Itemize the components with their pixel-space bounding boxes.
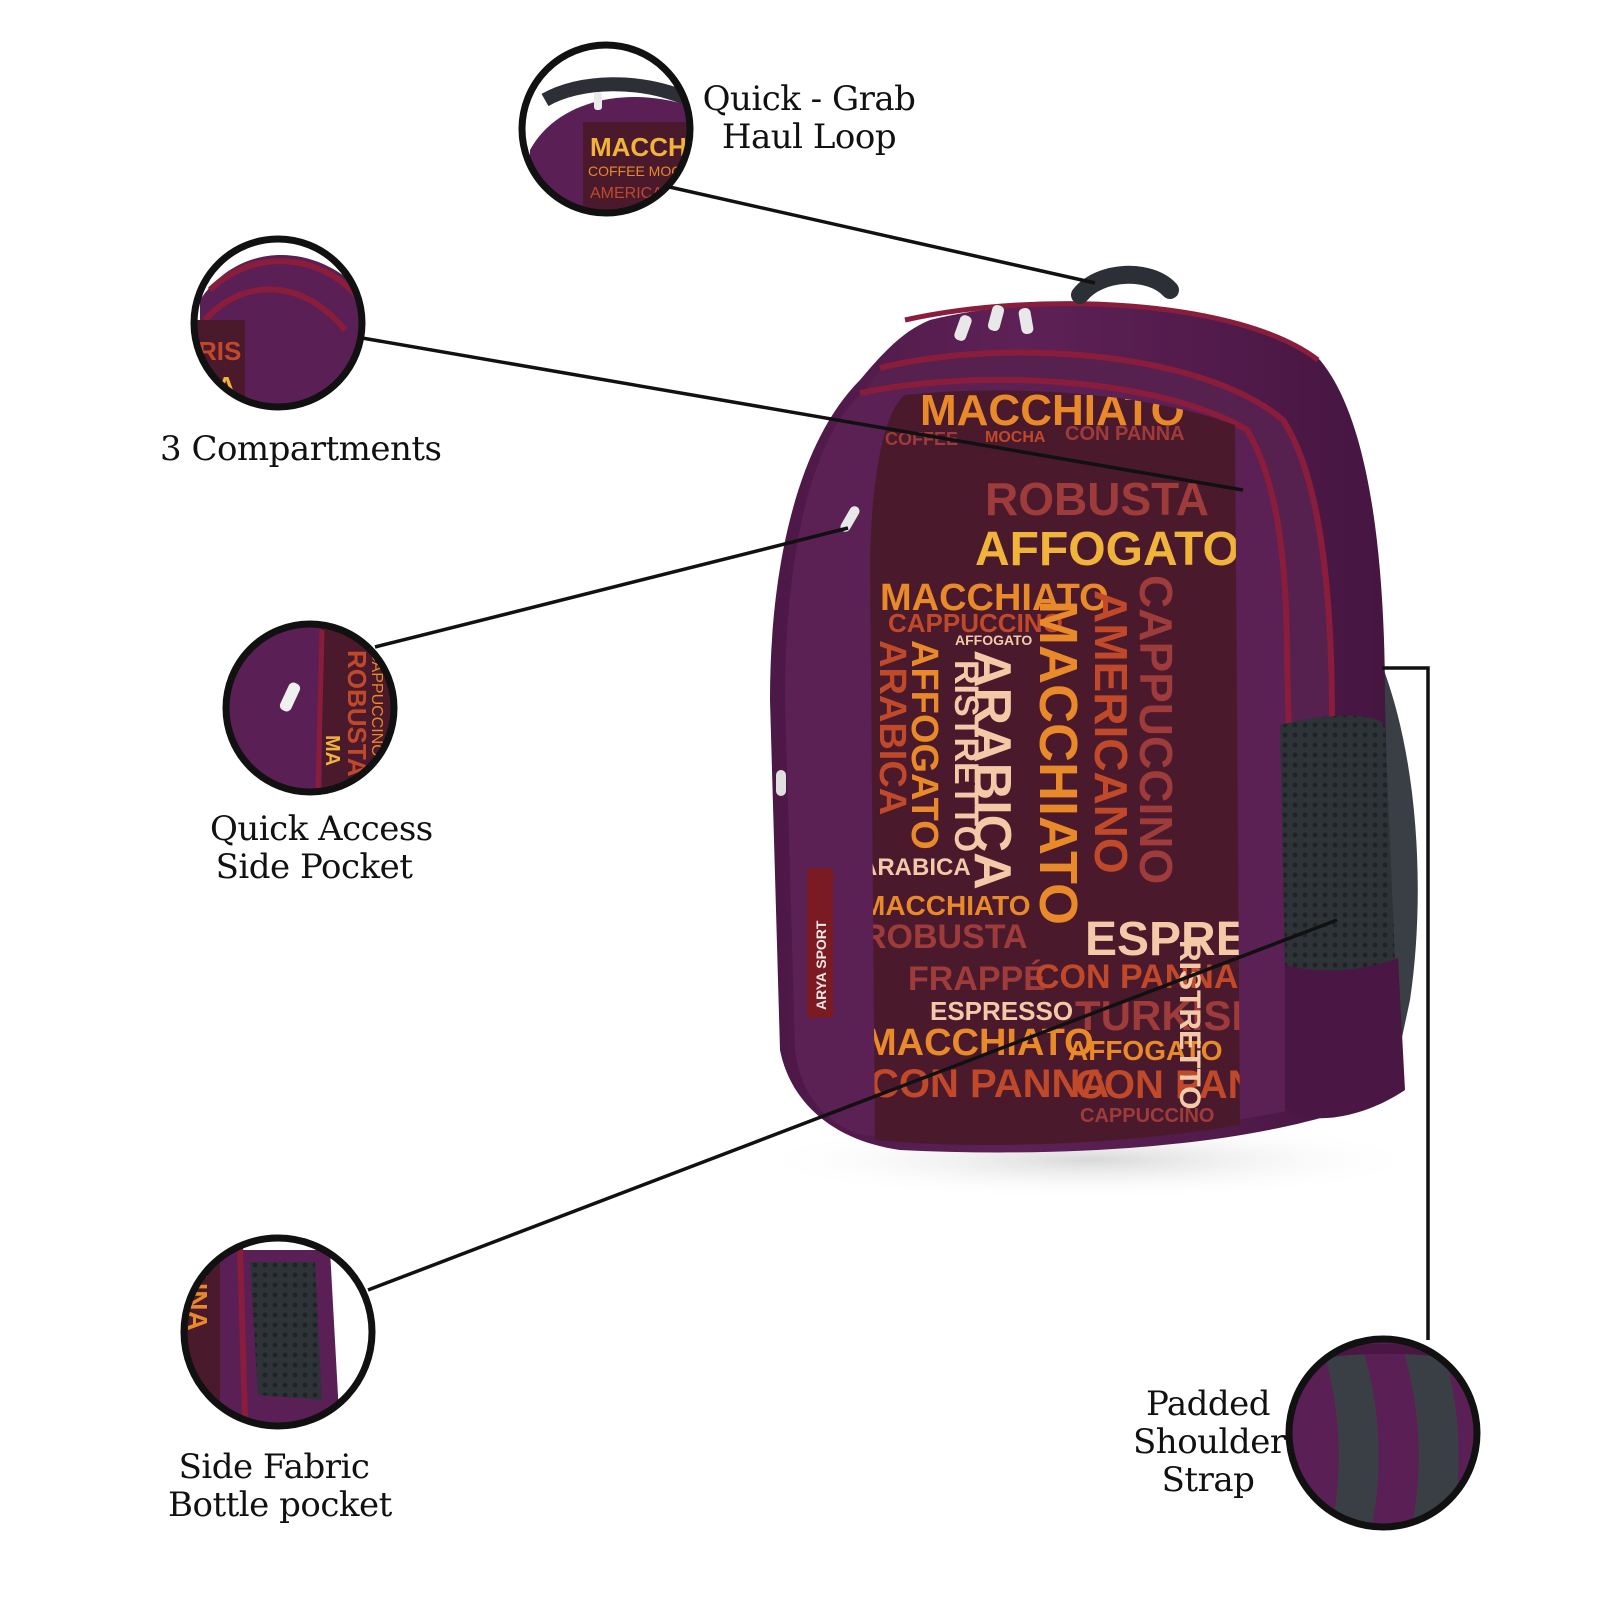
zipper-pull <box>954 315 972 341</box>
zipper-piping <box>859 376 1292 741</box>
label-line: Haul Loop <box>721 117 897 157</box>
callout-circle-shoulder-strap <box>1285 1335 1481 1531</box>
print-word: MACCHIATO <box>862 890 1031 921</box>
callout-circle-haul-loop: MACCH COFFEE MOCHA AMERICANO <box>518 41 701 217</box>
print-word: MACCHIATO <box>880 577 1109 619</box>
callout-line-bottle-pocket <box>367 918 1338 1292</box>
label-shoulder-strap: Padded Shoulder Strap <box>1133 1384 1286 1500</box>
callout-circle-bottle-pocket: NNA <box>180 1234 376 1430</box>
label-line: Bottle pocket <box>168 1485 392 1525</box>
zipper-piping <box>879 349 1335 721</box>
label-line: Quick - Grab <box>702 79 916 119</box>
print-word: ARABICA <box>871 640 913 815</box>
brand-tag <box>807 868 833 1018</box>
svg-text:MA: MA <box>321 735 343 766</box>
label-line: Quick Access <box>210 809 433 849</box>
svg-text:MACCH: MACCH <box>590 132 687 162</box>
print-word: TURKISH <box>1075 992 1262 1039</box>
print-word: MOCHA <box>985 429 1046 446</box>
print-word: AFFOGATO <box>1068 1035 1223 1066</box>
print-word: RISTRETTO <box>947 660 985 852</box>
print-word: ARABICA <box>963 650 1021 890</box>
print-word: AFFOGATO <box>903 640 945 850</box>
side-fabric-pocket <box>1285 958 1405 1119</box>
brand-tag-text: ARYA SPORT <box>813 920 829 1010</box>
print-word: CAPPUCCINO <box>1080 1105 1214 1127</box>
print-word: CON PANNA <box>1065 423 1185 445</box>
callout-line-haul-loop <box>664 184 1096 285</box>
label-line: Strap <box>1161 1460 1255 1500</box>
label-line: 3 Compartments <box>160 429 442 469</box>
callout-circle-compartments: RIS CA <box>190 235 366 411</box>
print-word: AFFOGATO <box>955 632 1032 648</box>
svg-text:COFFEE MOCHA: COFFEE MOCHA <box>588 163 701 179</box>
print-word: ESPRESSO <box>930 996 1073 1026</box>
callout-circle-side-pocket: ROBUSTA CAPPUCCINO MA <box>222 620 398 796</box>
print-word: CAPPUCCINO <box>888 608 1063 638</box>
side-mesh-pocket <box>1280 715 1395 972</box>
zipper-piping <box>904 301 1320 362</box>
print-word: COFFEE <box>885 429 958 449</box>
print-word: ROBUSTA <box>862 918 1028 956</box>
print-word: CON PANNA <box>1075 1063 1314 1107</box>
callout-line-shoulder-strap <box>1382 666 1430 1340</box>
print-word: FRAPPÉ <box>908 960 1046 998</box>
label-line: Side Pocket <box>215 847 413 887</box>
label-side-pocket: Quick Access Side Pocket <box>210 809 433 887</box>
zipper-pull <box>840 506 860 532</box>
print-word: ARABICA <box>860 854 971 881</box>
label-bottle-pocket: Side Fabric Bottle pocket <box>168 1447 392 1525</box>
svg-text:CAPPUCCINO: CAPPUCCINO <box>368 650 385 757</box>
zipper-pull <box>776 770 786 796</box>
haul-loop <box>1071 265 1179 304</box>
print-word: CON PANNA <box>1035 958 1238 996</box>
label-compartments: 3 Compartments <box>160 429 442 469</box>
print-word: MACCHIATO <box>1028 600 1088 925</box>
label-line: Side Fabric <box>178 1447 370 1487</box>
callout-line-side-pocket <box>374 526 849 649</box>
zipper-pull <box>1018 307 1034 335</box>
svg-text:ROBUSTA: ROBUSTA <box>342 650 372 777</box>
label-haul-loop: Quick - Grab Haul Loop <box>700 80 918 156</box>
print-word: CAPPUCCINO <box>1130 575 1182 884</box>
label-line: Shoulder <box>1133 1422 1286 1462</box>
label-line: Padded <box>1145 1384 1271 1424</box>
print-word: RISTRETTO <box>1173 940 1206 1109</box>
callout-line-compartments <box>361 336 1244 492</box>
print-word: AFFOGATO <box>975 523 1240 576</box>
zipper-pull <box>987 305 1005 331</box>
print-word: ROBUSTA <box>985 473 1209 525</box>
print-word: ESPRESSO <box>1085 913 1349 966</box>
print-word: AMERICANO <box>1085 590 1137 874</box>
